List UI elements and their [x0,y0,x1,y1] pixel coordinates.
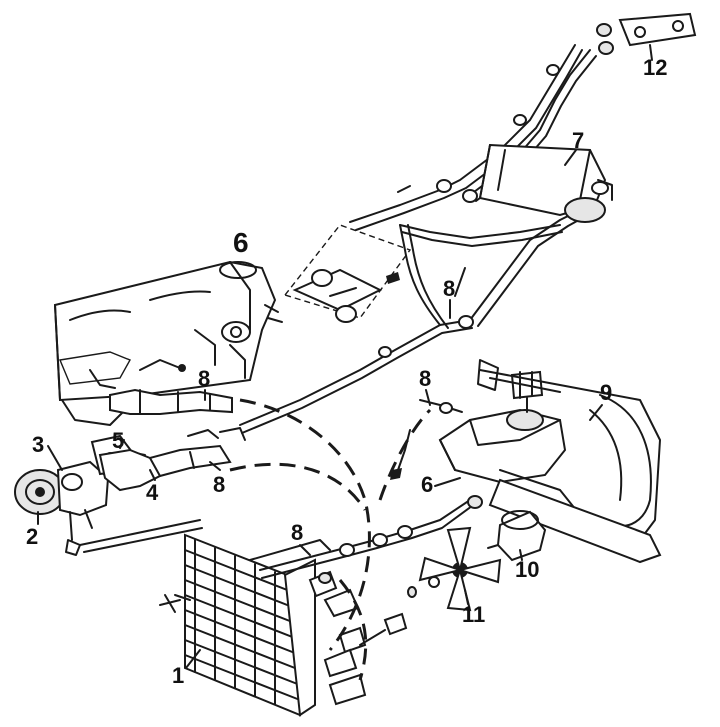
callout-9: 9 [600,380,612,405]
radiator [159,533,331,717]
callout-1: 1 [172,663,184,688]
callout-11: 11 [462,602,485,627]
cooling-fan [407,526,502,612]
heater-valve [283,224,412,323]
radiator-hoses [259,495,483,706]
callout-6-tank: 6 [421,472,433,497]
callout-12: 12 [643,55,667,80]
callout-8-pipes: 8 [443,276,455,301]
coolant-routing [229,398,432,681]
callout-3: 3 [32,432,44,457]
engine-block [53,260,283,426]
leader-lines [37,44,653,669]
callout-6-engine: 6 [233,227,249,258]
callout-8-tank-hose: 8 [419,366,431,391]
fan-shroud [477,359,662,564]
callout-labels: 1 2 3 4 5 6 6 7 8 8 8 8 8 9 10 11 12 [26,55,667,688]
heater-pipes [239,44,597,434]
callout-8-engine-hose: 8 [198,366,210,391]
mounting-bracket [596,12,697,55]
heater-box [478,143,613,223]
hose-clamp [390,399,463,480]
callout-10: 10 [515,557,539,582]
expansion-tank [438,370,567,484]
fan-motor [487,510,547,562]
engine-hoses [98,359,246,492]
callout-7: 7 [572,128,584,153]
callout-8-lower-hose: 8 [213,472,225,497]
callout-5: 5 [112,428,124,453]
callout-2: 2 [26,524,38,549]
callout-8-radiator-hose: 8 [291,520,303,545]
callout-4: 4 [146,480,159,505]
water-pump [14,460,203,556]
